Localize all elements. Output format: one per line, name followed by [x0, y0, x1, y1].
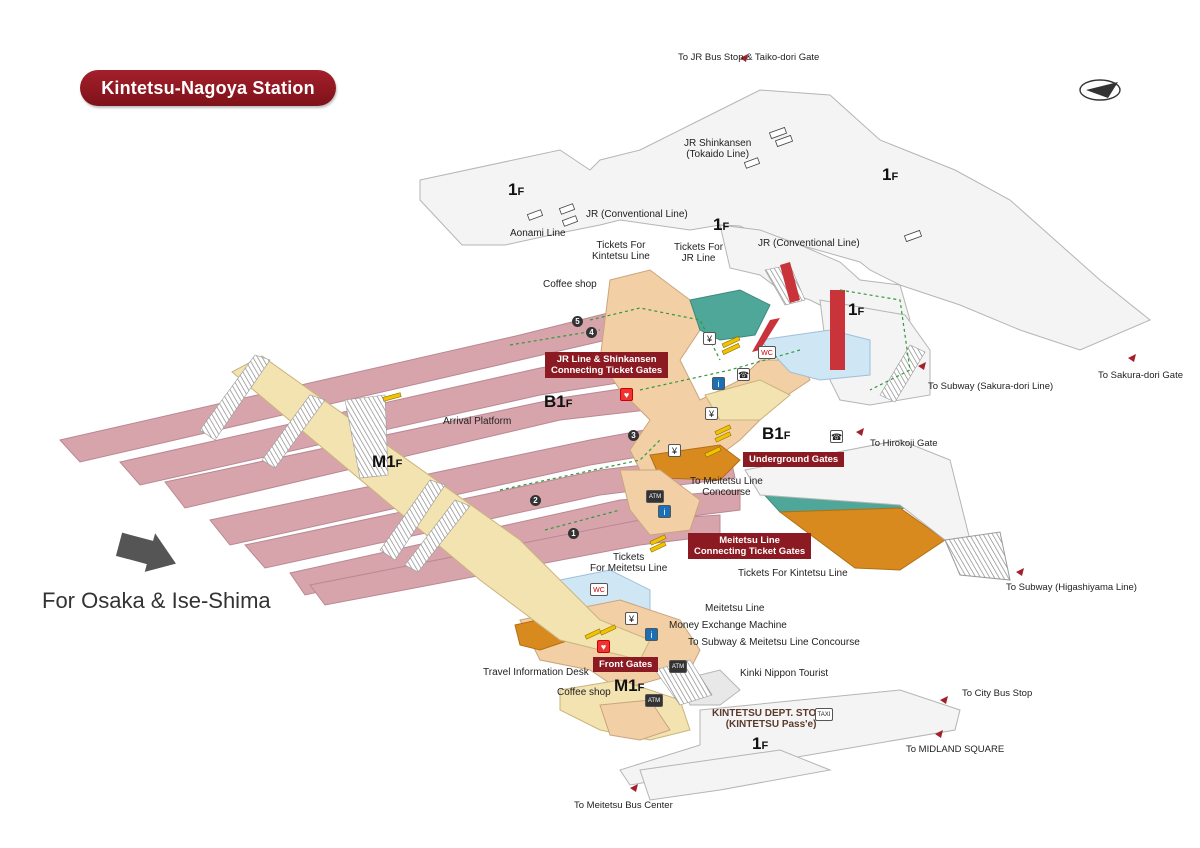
floor-b1f-right: B1F: [762, 424, 791, 443]
label-tickets-jr: Tickets For JR Line: [674, 242, 724, 264]
info-icon: i: [712, 377, 725, 390]
dest-city-bus: To City Bus Stop: [962, 688, 1033, 699]
label-tickets-kintetsu: Tickets For Kintetsu Line: [592, 240, 650, 262]
direction-osaka-label: For Osaka & Ise-Shima: [42, 588, 271, 613]
toilet-icon: WC: [758, 346, 776, 359]
jr-stair-blocks: [526, 126, 923, 243]
platform-number-2: 2: [530, 495, 541, 506]
floor-m1f-bottom: M1F: [614, 676, 645, 695]
aed-heart-icon: ♥: [597, 640, 610, 653]
tag-front-gates: Front Gates: [593, 657, 659, 672]
label-money-exchange: Money Exchange Machine: [669, 620, 787, 631]
stairs: [199, 264, 926, 706]
label-jr-conventional-1: JR (Conventional Line): [586, 209, 688, 220]
label-coffee-shop-bottom: Coffee shop: [557, 687, 611, 698]
platform-number-3: 3: [628, 430, 639, 441]
dest-subway-sakura: To Subway (Sakura-dori Line): [928, 381, 1054, 392]
phone-icon: ☎: [737, 368, 750, 381]
yen-icon: ¥: [625, 612, 638, 625]
floor-b1f-left: B1F: [544, 392, 573, 411]
escalators: [752, 262, 845, 370]
dest-hirokoji: To Hirokoji Gate: [870, 438, 938, 449]
atm-icon: ATM: [646, 490, 664, 503]
info-icon: i: [645, 628, 658, 641]
label-jr-shinkansen: JR Shinkansen (Tokaido Line): [684, 138, 752, 160]
label-arrival-platform: Arrival Platform: [443, 416, 512, 427]
aed-heart-icon: ♥: [620, 388, 633, 401]
label-tickets-kintetsu-2: Tickets For Kintetsu Line: [738, 568, 848, 579]
label-meitetsu-concourse: To Meitetsu Line Concourse: [690, 476, 763, 498]
info-icon: i: [658, 505, 671, 518]
label-coffee-shop-top: Coffee shop: [543, 279, 597, 290]
north-compass-icon: [1079, 79, 1121, 101]
dest-sakura-gate: To Sakura-dori Gate: [1098, 370, 1184, 381]
toilet-icon: WC: [590, 583, 608, 596]
floor-1f-mid: 1F: [713, 215, 730, 234]
tag-jr-gates: JR Line & Shinkansen Connecting Ticket G…: [545, 352, 669, 378]
atm-icon: ATM: [669, 660, 687, 673]
exit-arrows: [630, 54, 1136, 792]
tag-meitetsu-gates: Meitetsu Line Connecting Ticket Gates: [688, 533, 812, 559]
dest-jr-bus: To JR Bus Stop & Taiko-dori Gate: [678, 52, 820, 63]
label-meitetsu-line: Meitetsu Line: [705, 603, 765, 614]
platform-number-4: 4: [586, 327, 597, 338]
floor-m1f-top: M1F: [372, 452, 403, 471]
floor-1f-tower: 1F: [848, 300, 865, 319]
atm-icon: ATM: [645, 694, 663, 707]
yen-icon: ¥: [703, 332, 716, 345]
floor-1f-left: 1F: [508, 180, 525, 199]
dest-midland: To MIDLAND SQUARE: [906, 744, 1005, 755]
platform-number-5: 5: [572, 316, 583, 327]
ticket-gate-marks: [382, 336, 741, 640]
floor-1f-bottom: 1F: [752, 734, 769, 753]
platform-number-1: 1: [568, 528, 579, 539]
label-kinki-tourist: Kinki Nippon Tourist: [740, 668, 829, 679]
dest-meitetsu-bus: To Meitetsu Bus Center: [574, 800, 673, 811]
tag-underground-gates: Underground Gates: [743, 452, 845, 467]
yen-icon: ¥: [705, 407, 718, 420]
street-1f: [619, 689, 961, 801]
floor-1f-right: 1F: [882, 165, 899, 184]
taxi-icon: TAXI: [815, 708, 833, 721]
label-travel-desk: Travel Information Desk: [483, 667, 589, 678]
yen-icon: ¥: [668, 444, 681, 457]
label-subway-meitetsu: To Subway & Meitetsu Line Concourse: [688, 637, 860, 648]
direction-arrow-icon: [115, 532, 176, 572]
label-aonami-line: Aonami Line: [510, 228, 566, 239]
label-tickets-meitetsu: Tickets For Meitetsu Line: [590, 552, 668, 574]
phone-icon: ☎: [830, 430, 843, 443]
label-jr-conventional-2: JR (Conventional Line): [758, 238, 860, 249]
dest-subway-higashiyama: To Subway (Higashiyama Line): [1006, 582, 1137, 593]
label-dept-store: KINTETSU DEPT. STORE (KINTETSU Pass'e): [712, 708, 831, 730]
station-title: Kintetsu-Nagoya Station: [80, 70, 336, 106]
